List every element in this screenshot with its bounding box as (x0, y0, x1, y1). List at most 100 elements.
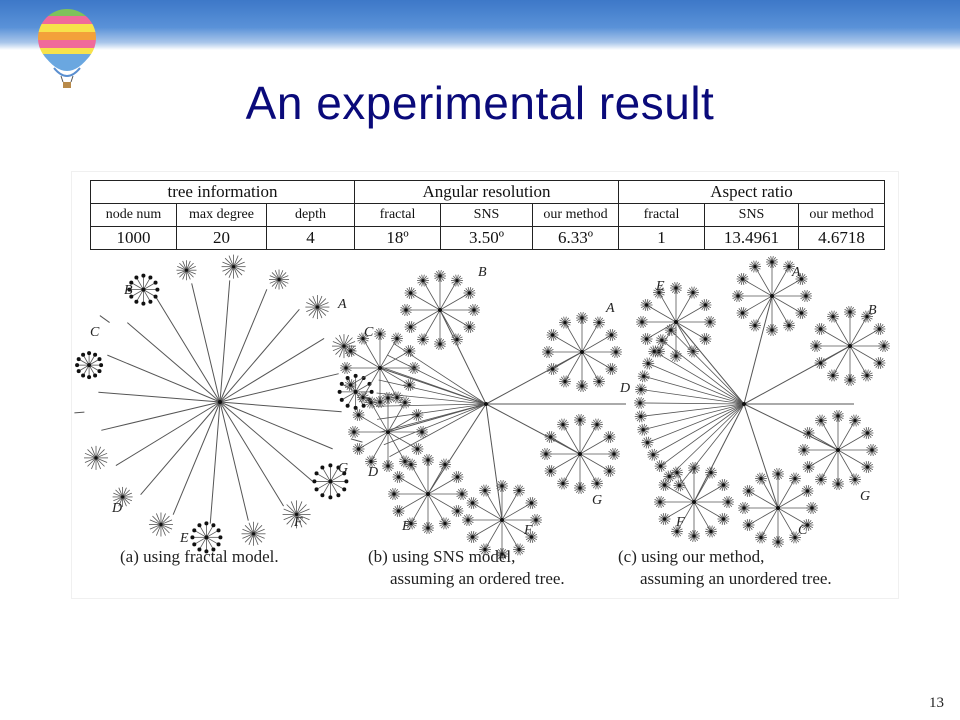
cluster-center (691, 290, 695, 295)
leaf-edge (206, 536, 219, 545)
leaf-cluster (814, 357, 827, 369)
tree-edge (562, 424, 581, 455)
cluster-center (356, 413, 361, 417)
leaf-edge (199, 524, 207, 538)
leaf-node (216, 528, 221, 533)
leaf-cluster (637, 423, 650, 436)
leaf-cluster (789, 472, 801, 485)
panel-b-caption: (b) using SNS model, assuming an ordered… (368, 546, 565, 590)
leaf-node (339, 381, 344, 386)
leaf-cluster (673, 479, 686, 492)
leaf-node (211, 523, 216, 528)
tree-edge (693, 472, 712, 503)
leaf-cluster (664, 324, 677, 337)
tree-edge (646, 304, 677, 323)
leaf-edge (253, 533, 265, 539)
tree-edge (362, 338, 381, 369)
cluster-center (776, 472, 780, 476)
subtree-label: E (179, 531, 189, 546)
leaf-edge (122, 492, 133, 498)
tree-edge (472, 519, 503, 538)
leaf-cluster (574, 482, 586, 494)
leaf-edge (355, 383, 370, 393)
tree-edge (777, 490, 808, 509)
leaf-cluster (404, 321, 417, 333)
cluster-center (595, 422, 599, 427)
leaf-cluster (388, 488, 400, 500)
leaf-cluster (801, 519, 814, 531)
cluster-center (421, 337, 425, 342)
tree-edge (675, 321, 706, 340)
leaf-edge (343, 345, 349, 358)
cluster-center (799, 277, 804, 281)
caption-line: (a) using fractal model. (120, 547, 279, 566)
leaf-cluster (451, 333, 463, 346)
cluster-center (407, 349, 412, 353)
leaf-cluster (576, 380, 588, 392)
tree-edge (675, 304, 706, 323)
header-banner (0, 0, 960, 50)
leaf-edge (186, 260, 191, 271)
tree-edge (771, 266, 790, 297)
leaf-edge (182, 270, 187, 280)
leaf-cluster (658, 479, 671, 491)
leaf-cluster (392, 505, 405, 517)
cluster-center (814, 344, 818, 348)
leaf-edge (136, 277, 144, 290)
cluster-center (721, 517, 726, 521)
cluster-center (483, 488, 487, 493)
tree-edge (658, 292, 677, 323)
leaf-edge (160, 524, 170, 534)
tree-edge (693, 484, 724, 503)
leaf-cluster (873, 323, 886, 335)
table-cell: 4.6718 (798, 226, 885, 250)
leaf-cluster (365, 396, 377, 409)
tree-node (378, 366, 382, 370)
tree-node (500, 518, 504, 522)
leaf-edge (186, 270, 191, 280)
leaf-edge (160, 513, 166, 525)
leaf-edge (143, 289, 151, 302)
tree-edge (754, 295, 773, 326)
leaf-cluster (699, 299, 712, 311)
tree-edge (646, 321, 677, 340)
leaf-cluster (722, 496, 734, 508)
cluster-center (563, 379, 567, 384)
leaf-edge (206, 529, 219, 538)
leaf-cluster (789, 531, 801, 544)
cluster-center (409, 462, 413, 467)
table-cell: 1 (618, 226, 705, 250)
subtree-label: E (401, 519, 411, 534)
cluster-center (787, 264, 791, 269)
leaf-cluster (861, 427, 874, 439)
tree-edge (664, 484, 695, 503)
leaf-edge (122, 487, 127, 498)
leaf-edge (233, 261, 245, 268)
tree-edge (748, 507, 779, 526)
tree-edge (832, 345, 851, 376)
subtree-label: A (791, 265, 801, 280)
leaf-cluster (374, 328, 386, 340)
subtree-label: C (364, 325, 374, 340)
tree-edge (219, 337, 325, 403)
tree-edge (820, 449, 839, 480)
cluster-center (638, 401, 642, 405)
leaf-edge (317, 298, 327, 308)
leaf-edge (222, 261, 234, 268)
leaf-cluster (591, 418, 603, 431)
tree-edge (501, 519, 520, 550)
cluster-center (607, 435, 612, 439)
cluster-center (759, 535, 763, 540)
tree-edge (837, 449, 856, 480)
leaf-cluster (340, 362, 352, 374)
leaf-cluster (670, 282, 682, 294)
leaf-edge (283, 508, 297, 515)
leaf-edge (341, 391, 356, 401)
tree-edge (219, 289, 268, 403)
tree-edge (387, 402, 406, 433)
leaf-cluster (642, 357, 655, 370)
leaf-node (81, 352, 86, 357)
tree-info-table: tree information Angular resolution Aspe… (90, 180, 885, 250)
leaf-edge (206, 524, 214, 538)
